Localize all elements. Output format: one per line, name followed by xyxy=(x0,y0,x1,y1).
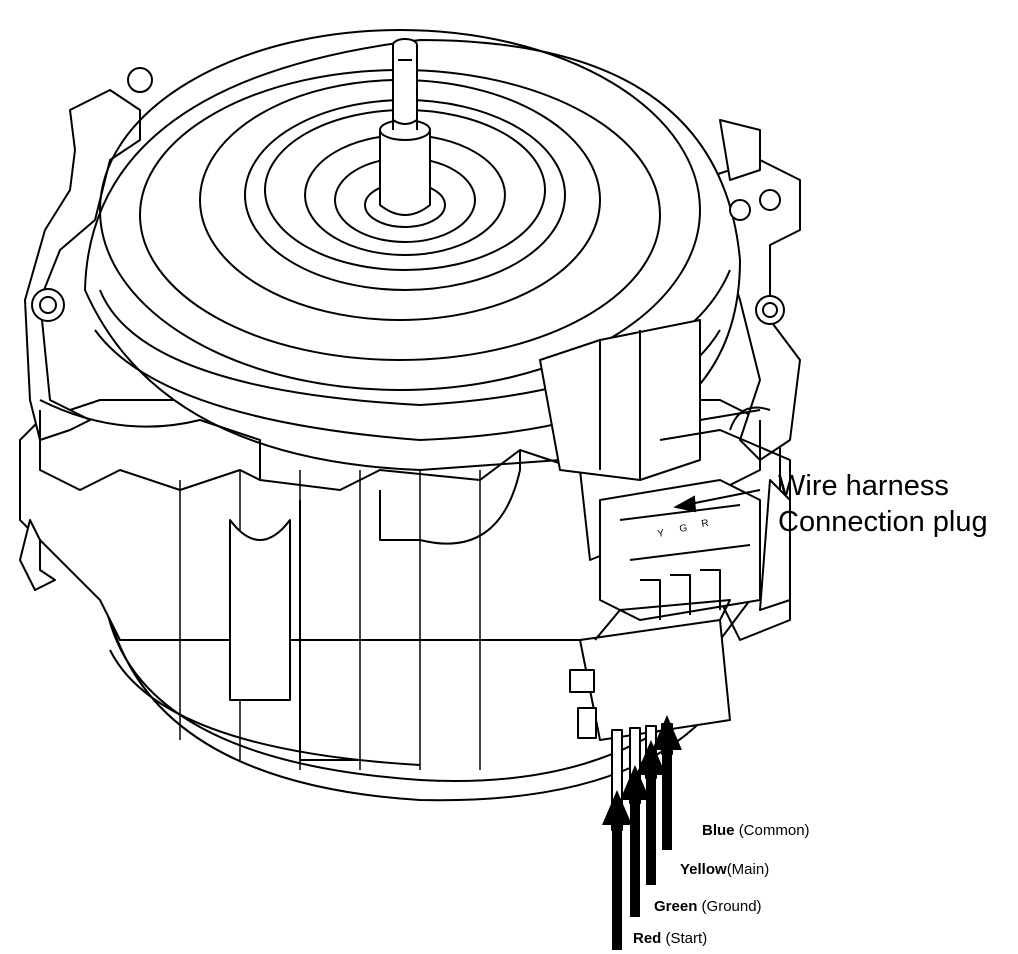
wire-label-blue: Blue (Common) xyxy=(702,822,810,839)
left-mounting-clips xyxy=(19,89,141,591)
wire-color-yellow: Yellow xyxy=(680,861,727,878)
wire-color-green: Green xyxy=(654,898,698,915)
arrow-red xyxy=(602,790,632,950)
callout-arrow xyxy=(673,489,761,513)
pin-letter-r: R xyxy=(701,518,710,530)
connector-housing-block xyxy=(539,319,791,641)
wire-label-green: Green (Ground) xyxy=(654,898,762,915)
wire-color-blue: Blue xyxy=(702,822,735,839)
wire-label-red: Red (Start) xyxy=(633,930,707,947)
wire-function-red: (Start) xyxy=(665,930,708,947)
arrow-green xyxy=(620,765,650,917)
arrow-blue xyxy=(652,715,682,850)
motor-shaft xyxy=(379,38,431,216)
callout-label: Wire harness Connection plug xyxy=(778,468,988,540)
callout-line-1: Wire harness xyxy=(778,470,949,502)
wire-function-green: (Ground) xyxy=(701,898,762,915)
connection-plug: Y G R xyxy=(569,479,761,741)
callout-line-2: Connection plug xyxy=(778,506,988,538)
wire-arrows xyxy=(602,715,682,950)
pin-letter-y: Y xyxy=(657,528,666,540)
wire-color-red: Red xyxy=(633,930,662,947)
arrow-yellow xyxy=(636,740,666,885)
wire-function-blue: (Common) xyxy=(738,822,810,839)
pin-letter-g: G xyxy=(679,523,689,535)
wire-function-yellow: (Main) xyxy=(726,861,770,878)
wire-label-yellow: Yellow(Main) xyxy=(680,861,769,878)
